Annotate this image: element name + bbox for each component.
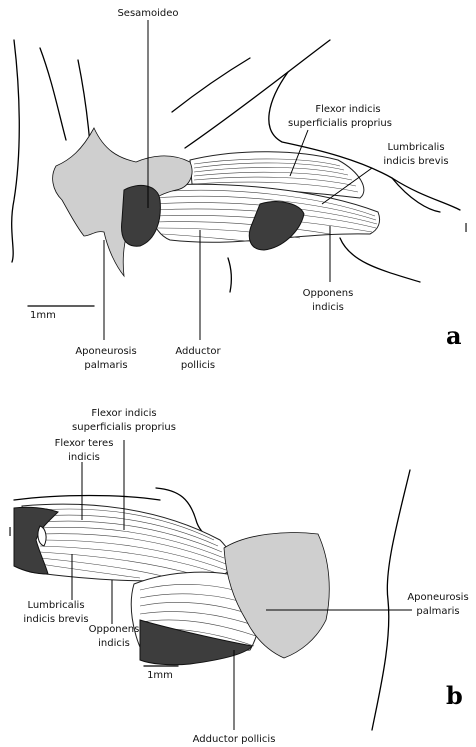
label-adductor-b: Adductor pollicis bbox=[193, 734, 276, 745]
label-flexor-a-1: Flexor indicis bbox=[315, 104, 380, 115]
label-adductor-a-1: Adductor bbox=[175, 346, 221, 357]
contour-a-left bbox=[12, 40, 20, 262]
sesamoideo-shape bbox=[122, 185, 161, 246]
label-opponens-a-2: indicis bbox=[312, 302, 344, 313]
label-roman-a: I bbox=[464, 221, 468, 235]
label-flexor-a-2: superficialis proprius bbox=[288, 118, 392, 129]
label-scale-a: 1mm bbox=[30, 310, 56, 321]
label-lumbricalis-a-2: indicis brevis bbox=[383, 156, 448, 167]
label-adductor-a-2: pollicis bbox=[181, 360, 215, 371]
label-aponeurosis-b-1: Aponeurosis bbox=[407, 592, 468, 603]
label-lumbricalis-a-1: Lumbricalis bbox=[387, 142, 444, 153]
contour-a-1 bbox=[40, 48, 66, 140]
contour-a-8 bbox=[340, 238, 420, 282]
label-sesamoideo: Sesamoideo bbox=[117, 8, 178, 19]
label-scale-b: 1mm bbox=[147, 670, 173, 681]
panel-b: Flexor indicis superficialis proprius Fl… bbox=[8, 408, 468, 745]
label-flexor-teres-b-2: indicis bbox=[68, 452, 100, 463]
label-roman-b: I bbox=[8, 525, 12, 539]
label-opponens-b-2: indicis bbox=[98, 638, 130, 649]
label-aponeurosis-a-2: palmaris bbox=[84, 360, 127, 371]
label-opponens-b-1: Opponens bbox=[89, 624, 140, 635]
label-flexor-b-2: superficialis proprius bbox=[72, 422, 176, 433]
contour-a-4 bbox=[185, 40, 330, 148]
label-opponens-a-1: Opponens bbox=[303, 288, 354, 299]
label-flexor-b-1: Flexor indicis bbox=[91, 408, 156, 419]
label-flexor-teres-b-1: Flexor teres bbox=[55, 438, 114, 449]
label-aponeurosis-b-2: palmaris bbox=[416, 606, 459, 617]
label-lumbricalis-b-2: indicis brevis bbox=[23, 614, 88, 625]
panel-a: Sesamoideo Flexor indicis superficialis … bbox=[12, 8, 468, 371]
label-lumbricalis-b-1: Lumbricalis bbox=[27, 600, 84, 611]
panel-letter-b: b bbox=[446, 681, 463, 710]
contour-b-2 bbox=[372, 470, 410, 730]
label-aponeurosis-a-1: Aponeurosis bbox=[75, 346, 136, 357]
contour-a-2 bbox=[78, 60, 90, 145]
contour-a-7 bbox=[228, 258, 231, 292]
contour-b-3 bbox=[14, 496, 160, 501]
panel-letter-a: a bbox=[446, 321, 462, 350]
contour-a-3 bbox=[172, 58, 250, 112]
